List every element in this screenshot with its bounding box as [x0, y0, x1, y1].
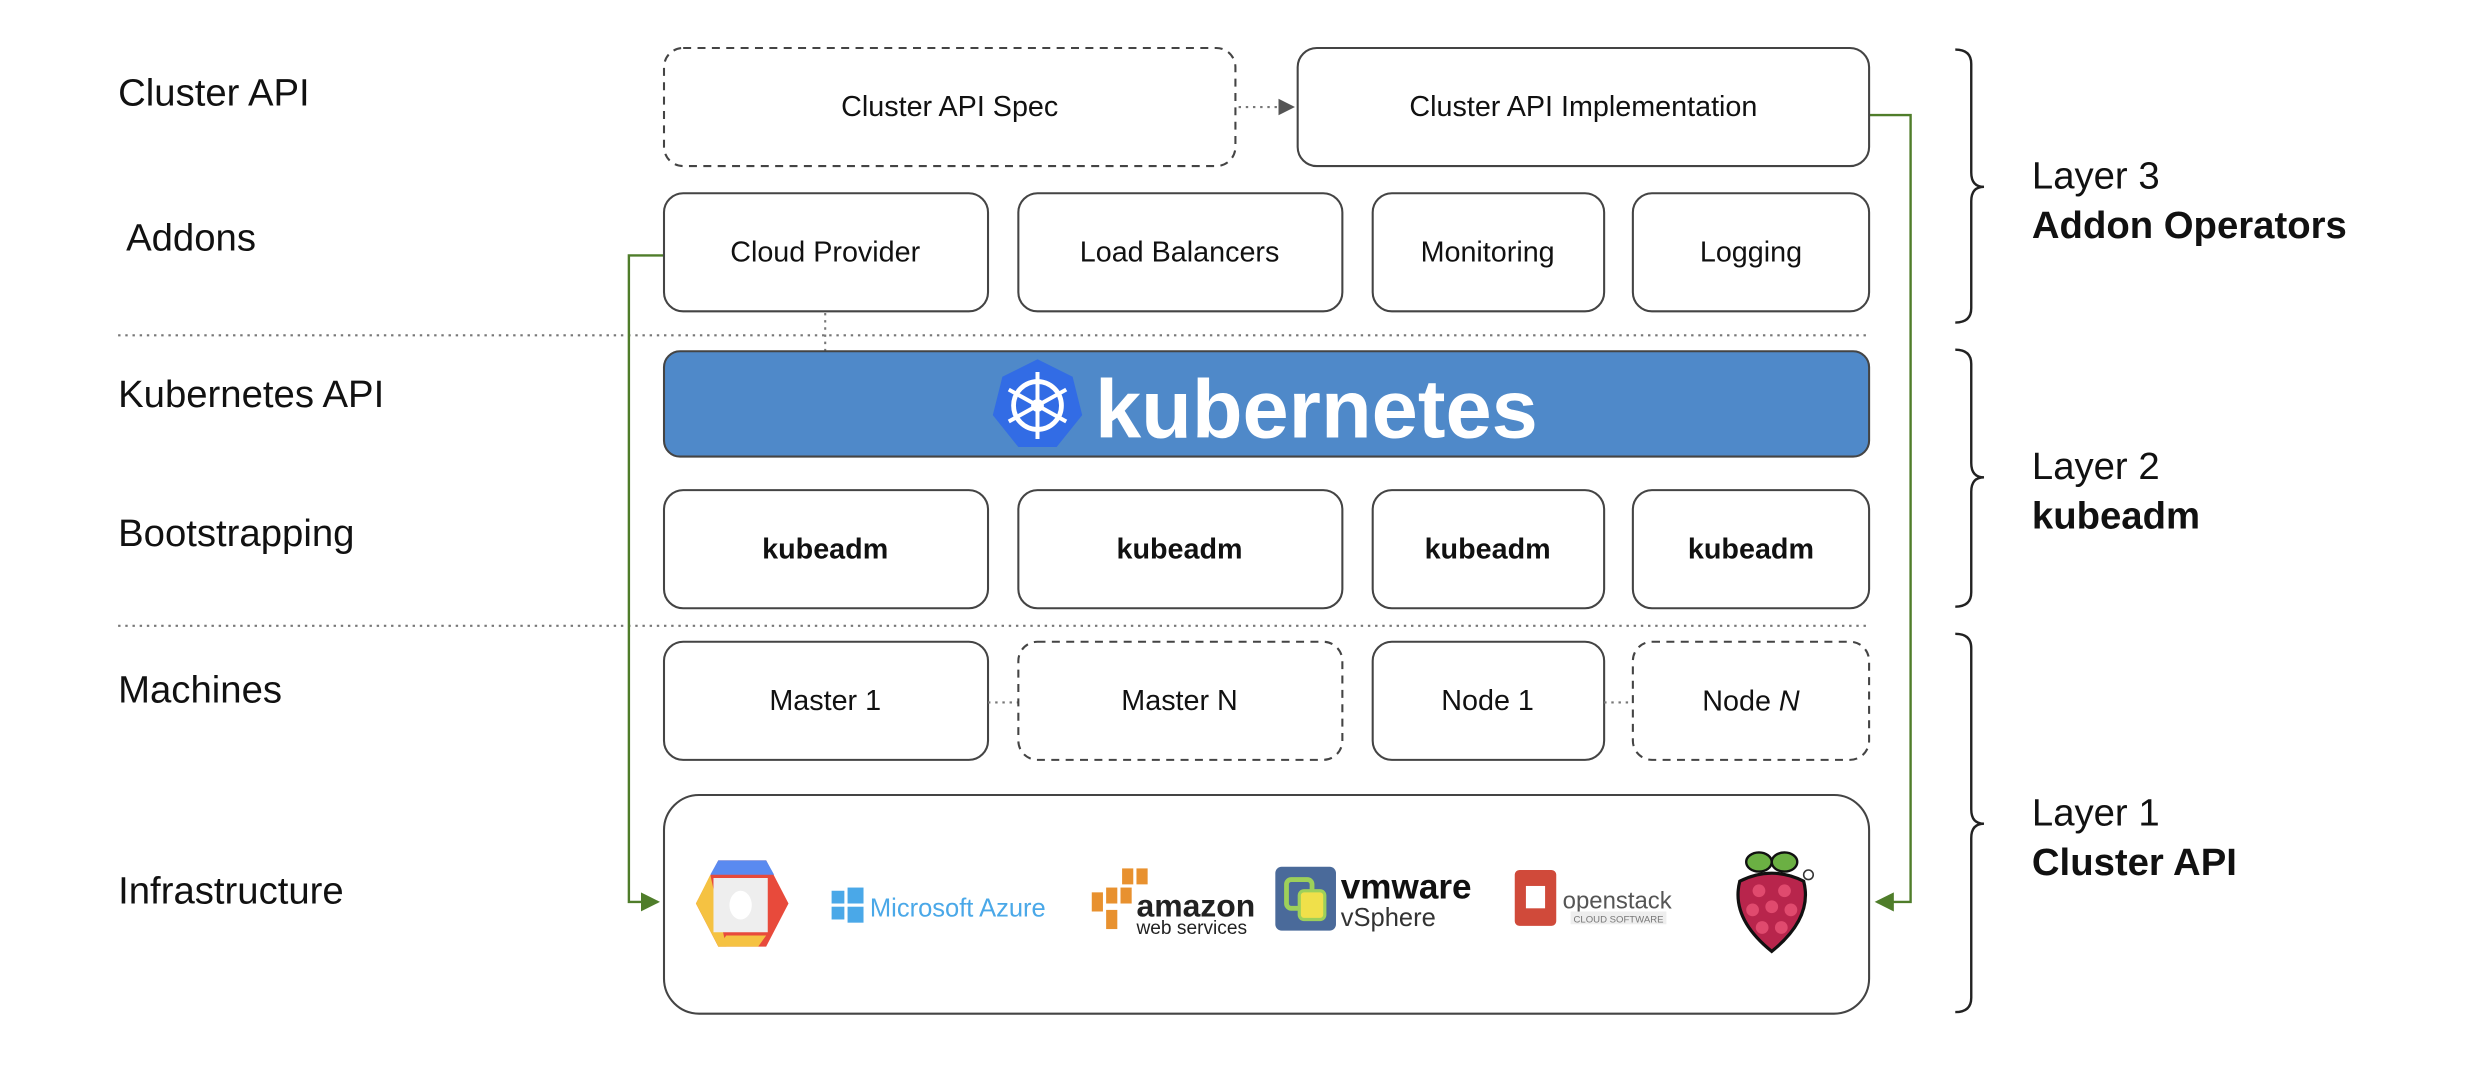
layer-1-name: Cluster API — [2032, 841, 2237, 884]
machine-label: Node 1 — [1441, 685, 1534, 717]
kubernetes-wordmark: kubernetes — [1095, 362, 1538, 455]
layer-2-brace — [1955, 348, 1985, 608]
row-label-kubernetes-api: Kubernetes API — [118, 373, 384, 416]
layer-3-label: Layer 3 — [2032, 154, 2160, 197]
layer-1-brace — [1955, 632, 1985, 1014]
addon-label: Cloud Provider — [730, 236, 920, 268]
amazon-web-services-logo: amazon web services — [1091, 868, 1255, 939]
addon-logging-box: Logging — [1631, 192, 1871, 313]
raspberry-pi-logo — [1736, 851, 1815, 954]
layer-3-brace — [1955, 48, 1985, 324]
machine-label: Master 1 — [769, 685, 881, 717]
addon-label: Logging — [1700, 236, 1802, 268]
vmware-wordmark: vmware — [1341, 868, 1472, 907]
openstack-subtitle: CLOUD SOFTWARE — [1574, 915, 1664, 926]
kubeadm-box: kubeadm — [662, 489, 990, 610]
row-label-bootstrapping: Bootstrapping — [118, 512, 354, 555]
infrastructure-box: Microsoft Azure amazon web services vmwa… — [662, 793, 1871, 1015]
layer-2-label: Layer 2 — [2032, 445, 2160, 488]
openstack-logo: openstack CLOUD SOFTWARE — [1514, 870, 1672, 926]
vmware-vsphere-logo: vmware vSphere — [1275, 866, 1472, 932]
layer-1-label: Layer 1 — [2032, 791, 2160, 834]
row-label-machines: Machines — [118, 668, 282, 711]
aws-wordmark: amazon — [1136, 887, 1255, 923]
kubeadm-label: kubeadm — [1117, 533, 1243, 565]
kubeadm-box: kubeadm — [1371, 489, 1606, 610]
cloud-provider-to-infra-arrow — [627, 254, 664, 912]
vsphere-wordmark: vSphere — [1341, 904, 1436, 932]
cluster-api-implementation-label: Cluster API Implementation — [1409, 91, 1757, 123]
machine-master-n-box: Master N — [1017, 640, 1344, 761]
machine-node-n-box: Node N — [1631, 640, 1871, 761]
cluster-api-spec-label: Cluster API Spec — [841, 91, 1058, 123]
addon-cloud-provider-box: Cloud Provider — [662, 192, 990, 313]
implementation-to-infra-arrow — [1869, 113, 1912, 912]
kubeadm-box: kubeadm — [1017, 489, 1344, 610]
row-label-addons: Addons — [126, 217, 256, 260]
openstack-wordmark: openstack — [1563, 887, 1672, 914]
kubeadm-box: kubeadm — [1631, 489, 1871, 610]
machine-label: Master N — [1121, 685, 1238, 717]
row-label-cluster-api: Cluster API — [118, 71, 310, 114]
addon-monitoring-box: Monitoring — [1371, 192, 1606, 313]
machine-label: Node N — [1702, 685, 1800, 717]
layer-3-name: Addon Operators — [2032, 204, 2347, 247]
kubernetes-helm-icon — [992, 359, 1083, 448]
cluster-api-implementation-box: Cluster API Implementation — [1296, 46, 1871, 168]
microsoft-azure-logo: Microsoft Azure — [831, 887, 1046, 923]
addon-load-balancers-box: Load Balancers — [1017, 192, 1344, 313]
machine-node-1-box: Node 1 — [1371, 640, 1606, 761]
machine-master-1-box: Master 1 — [662, 640, 990, 761]
google-cloud-logo — [695, 860, 789, 947]
cluster-api-spec-box: Cluster API Spec — [662, 46, 1237, 168]
azure-wordmark: Microsoft Azure — [870, 894, 1046, 922]
row-label-infrastructure: Infrastructure — [118, 870, 344, 913]
addon-label: Load Balancers — [1080, 236, 1280, 268]
aws-subtitle: web services — [1135, 918, 1247, 939]
kubernetes-bar: kubernetes — [662, 350, 1871, 458]
layer-2-name: kubeadm — [2032, 494, 2200, 537]
kubeadm-label: kubeadm — [762, 533, 888, 565]
addon-label: Monitoring — [1421, 236, 1555, 268]
kubeadm-label: kubeadm — [1688, 533, 1814, 565]
kubeadm-label: kubeadm — [1425, 533, 1551, 565]
